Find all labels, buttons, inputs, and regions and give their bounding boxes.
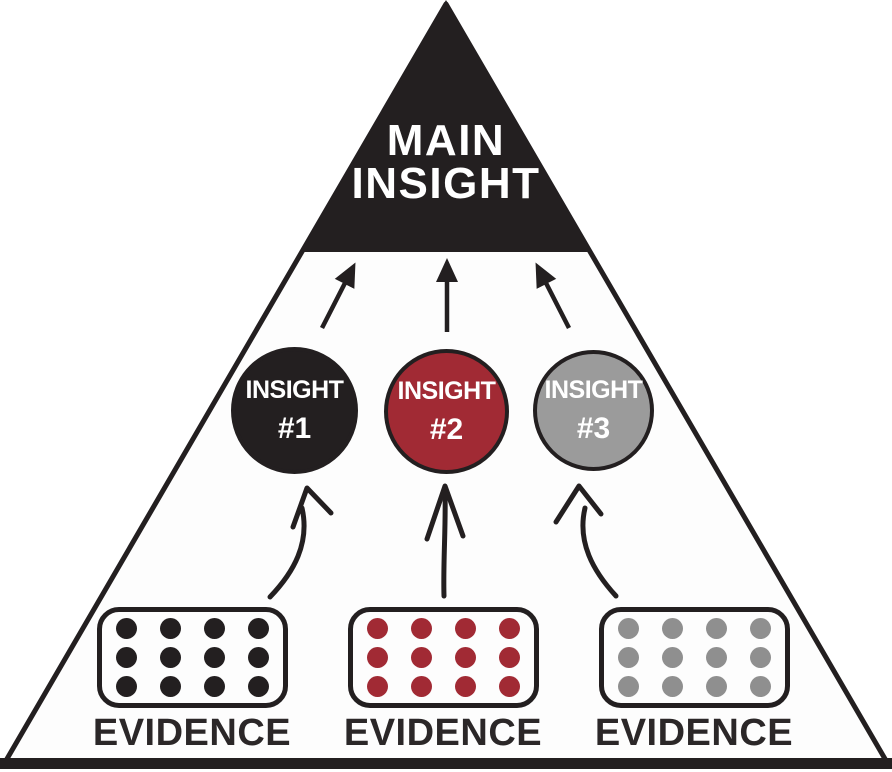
evidence-dot: [705, 676, 727, 697]
evidence-3-dots: [617, 618, 771, 697]
insight-3-label: INSIGHT: [544, 376, 643, 404]
evidence-dot: [247, 647, 269, 668]
evidence-dot: [410, 647, 432, 668]
evidence-dot: [617, 676, 639, 697]
evidence-dot: [366, 676, 388, 697]
evidence-dot: [498, 647, 520, 668]
evidence-dot: [159, 647, 181, 668]
evidence-dot: [203, 676, 225, 697]
evidence-dot: [159, 618, 181, 639]
insight-2-label: INSIGHT: [397, 377, 496, 405]
evidence-dot: [617, 647, 639, 668]
evidence-dot: [159, 676, 181, 697]
insight-2-circle: INSIGHT #2: [384, 349, 509, 474]
evidence-dot: [366, 647, 388, 668]
insight-1-number: #1: [277, 412, 312, 445]
arrow-insight3-to-main-icon: [535, 262, 572, 330]
evidence-group-1: EVIDENCE: [72, 607, 312, 755]
evidence-dot: [115, 647, 137, 668]
main-insight-label: MAIN INSIGHT: [351, 116, 541, 208]
evidence-dot: [115, 676, 137, 697]
evidence-group-2: EVIDENCE: [323, 607, 563, 755]
evidence-dot: [661, 676, 683, 697]
evidence-dot: [247, 676, 269, 697]
evidence-dot: [749, 647, 771, 668]
evidence-dot: [366, 618, 388, 639]
evidence-dot: [749, 676, 771, 697]
evidence-dot: [454, 676, 476, 697]
evidence-dot: [115, 618, 137, 639]
evidence-dot: [705, 647, 727, 668]
evidence-dot: [454, 618, 476, 639]
insight-3-number: #3: [576, 412, 611, 445]
evidence-1-box: [96, 607, 288, 708]
evidence-2-dots: [366, 618, 520, 697]
insight-1-circle: INSIGHT #1: [231, 347, 358, 474]
evidence-2-label: EVIDENCE: [343, 712, 543, 754]
evidence-dot: [705, 618, 727, 639]
evidence-group-3: EVIDENCE: [574, 607, 814, 755]
evidence-2-box: [347, 607, 539, 708]
arrow-insight1-to-main-icon: [319, 262, 356, 330]
evidence-1-dots: [115, 618, 269, 697]
evidence-3-box: [598, 607, 790, 708]
evidence-dot: [498, 618, 520, 639]
evidence-dot: [410, 618, 432, 639]
insight-3-circle: INSIGHT #3: [533, 350, 654, 471]
insight-1-label: INSIGHT: [245, 376, 344, 404]
evidence-dot: [617, 618, 639, 639]
evidence-dot: [498, 676, 520, 697]
arrow-evidence1-to-insight1-icon: [267, 485, 334, 600]
evidence-dot: [247, 618, 269, 639]
evidence-dot: [203, 618, 225, 639]
evidence-3-label: EVIDENCE: [594, 712, 794, 754]
arrow-evidence2-to-insight2-icon: [424, 483, 466, 599]
arrow-evidence3-to-insight3-icon: [553, 483, 619, 599]
evidence-dot: [749, 618, 771, 639]
evidence-dot: [661, 647, 683, 668]
evidence-1-label: EVIDENCE: [92, 712, 292, 754]
evidence-dot: [661, 618, 683, 639]
main-insight-cap: [300, 0, 592, 252]
evidence-dot: [203, 647, 225, 668]
main-insight-line1: MAIN: [386, 116, 506, 165]
main-insight-line2: INSIGHT: [351, 159, 541, 208]
insight-2-number: #2: [429, 413, 464, 446]
evidence-dot: [454, 647, 476, 668]
evidence-dot: [410, 676, 432, 697]
